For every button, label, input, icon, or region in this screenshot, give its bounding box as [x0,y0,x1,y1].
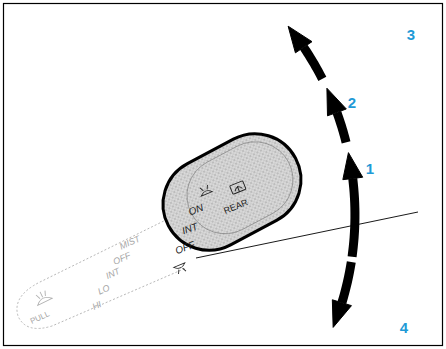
switch-knob [147,118,317,267]
callout-number: 3 [407,27,415,42]
switch-position: OFF [112,251,132,267]
washer-icon [33,288,52,305]
part-label: REAR [223,198,250,216]
switch-position: LO [97,283,112,296]
washer-icon [198,184,212,196]
switch-position: ON [187,203,205,218]
stalk-outline [17,214,186,328]
callout-number: 4 [400,320,408,335]
arrow-head [288,26,312,53]
direction-arrow [304,47,323,79]
switch-position: MIST [118,235,141,252]
switch-position: HI [91,300,103,312]
arrow-head [327,88,346,116]
rear-wiper-icon [230,181,246,195]
switch-position: PULL [29,310,51,325]
washer-icon [174,263,188,275]
switch-position: INT [105,267,122,281]
switch-position: INT [181,222,200,237]
position-line [196,212,418,258]
direction-arrow [352,178,355,256]
arrow-head [343,153,363,180]
callout-number: 1 [366,161,374,176]
frame [4,4,443,346]
switch-position: OFF [174,240,196,256]
direction-arrow [337,112,346,142]
callout-number: 2 [348,95,356,110]
arrow-head [332,300,351,328]
direction-arrow [342,262,351,303]
